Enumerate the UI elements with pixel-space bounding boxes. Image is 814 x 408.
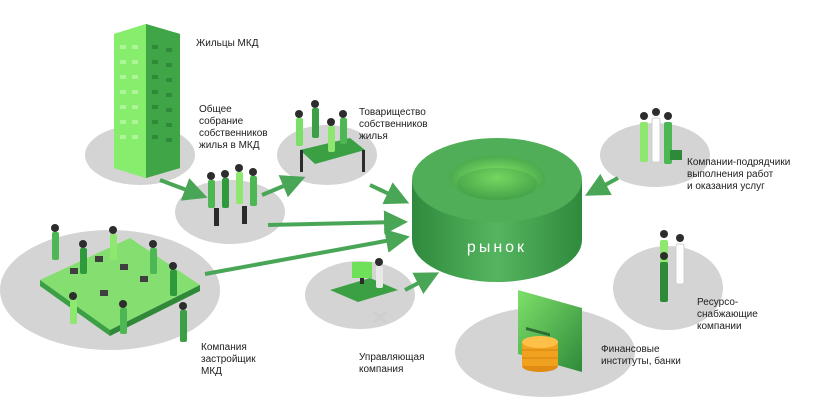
label-financial-institutions: Финансовые институты, банки: [601, 344, 681, 367]
label-residents: Жильцы МКД: [196, 38, 259, 49]
arrow-hoa-market: [369, 182, 410, 205]
arrow-developer-market: [204, 229, 410, 276]
developer-team-icon: [40, 224, 200, 342]
label-management-company: Управляющая компания: [359, 352, 425, 375]
label-developer: Компания застройщик МКД: [201, 342, 256, 377]
resource-suppliers-icon: [660, 230, 685, 302]
label-hoa: Товарищество собственников жилья: [359, 107, 428, 142]
label-general-meeting: Общее собрание собственников жилья в МКД: [199, 104, 268, 151]
label-resource-suppliers: Ресурсо- снабжающие компании: [697, 297, 758, 332]
arrow-meeting-hoa: [261, 175, 306, 198]
office-desk-icon: [295, 100, 365, 172]
arrow-meeting-market: [267, 210, 408, 235]
disc-meeting: [175, 180, 285, 244]
contractors-icon: [640, 108, 682, 164]
coin-stack-icon: [522, 336, 558, 372]
arrow-residents-meeting: [159, 178, 208, 201]
management-desk-icon: [330, 258, 398, 324]
arrows: [159, 173, 619, 295]
market-ring: [412, 138, 582, 282]
people-group-icon: [207, 164, 257, 226]
market-label: рынок: [467, 239, 527, 256]
label-contractors: Компании-подрядчики выполнения работ и о…: [687, 157, 791, 192]
arrow-management-market: [404, 272, 440, 295]
apartment-building-icon: [114, 24, 180, 178]
arrow-contractors-market: [584, 173, 619, 196]
